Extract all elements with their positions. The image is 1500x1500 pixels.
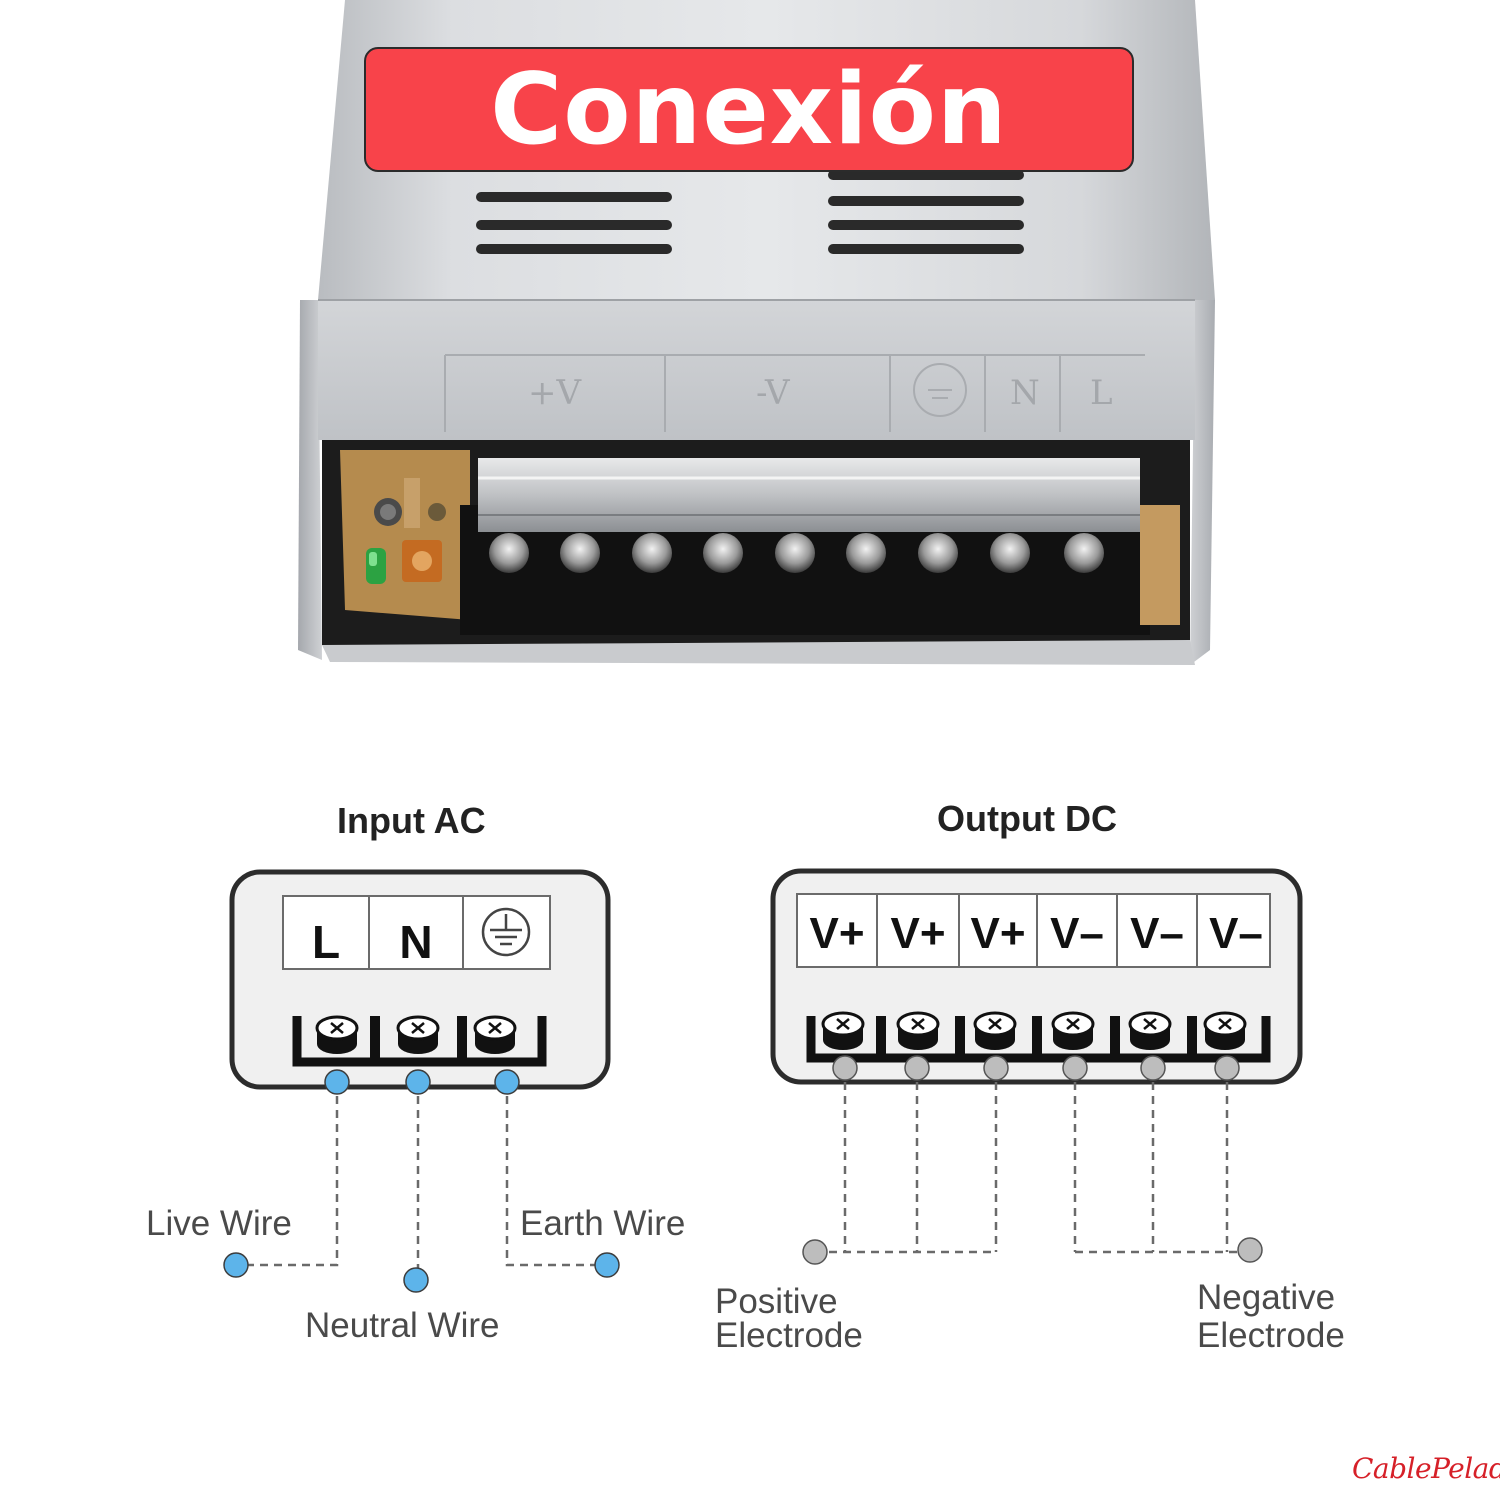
output-terminal-1: V+ bbox=[809, 909, 864, 958]
brand-logo: CablePelado bbox=[1352, 1452, 1500, 1485]
output-terminal-5: V– bbox=[1130, 909, 1184, 958]
input-terminal-n: N bbox=[399, 916, 432, 968]
title-banner: Conexión bbox=[364, 47, 1134, 172]
psu-label-v-plus: +V bbox=[528, 373, 582, 413]
output-wire-dots bbox=[802, 1055, 1263, 1265]
negative-electrode-label-line2: Electrode bbox=[1197, 1316, 1345, 1355]
negative-electrode-label-line1: Negative bbox=[1197, 1278, 1336, 1317]
psu-label-n: N bbox=[1010, 373, 1040, 413]
output-terminal-4: V– bbox=[1050, 909, 1104, 958]
output-dc-label-strip bbox=[796, 893, 1271, 968]
earth-icon bbox=[481, 907, 531, 957]
output-terminal-6: V– bbox=[1209, 909, 1263, 958]
input-wire-dots bbox=[223, 1069, 620, 1293]
psu-label-v-minus: -V bbox=[756, 373, 791, 413]
positive-electrode-label-line2: Electrode bbox=[715, 1316, 863, 1355]
input-ac-title: Input AC bbox=[337, 800, 486, 841]
neutral-wire-label: Neutral Wire bbox=[305, 1306, 500, 1345]
output-terminal-3: V+ bbox=[970, 909, 1025, 958]
status-led bbox=[366, 548, 386, 584]
input-screw-n bbox=[396, 1015, 440, 1056]
output-dc-title: Output DC bbox=[937, 798, 1117, 839]
psu-label-l: L bbox=[1090, 373, 1113, 413]
input-screw-l bbox=[315, 1015, 359, 1056]
output-terminal-2: V+ bbox=[890, 909, 945, 958]
input-terminal-l: L bbox=[312, 916, 340, 968]
vent-slots bbox=[476, 170, 1024, 254]
live-wire-label: Live Wire bbox=[146, 1204, 292, 1243]
earth-wire-label: Earth Wire bbox=[520, 1204, 686, 1243]
positive-electrode-label-line1: Positive bbox=[715, 1282, 838, 1321]
input-screw-earth bbox=[473, 1015, 517, 1056]
terminal-screws bbox=[489, 533, 1104, 573]
